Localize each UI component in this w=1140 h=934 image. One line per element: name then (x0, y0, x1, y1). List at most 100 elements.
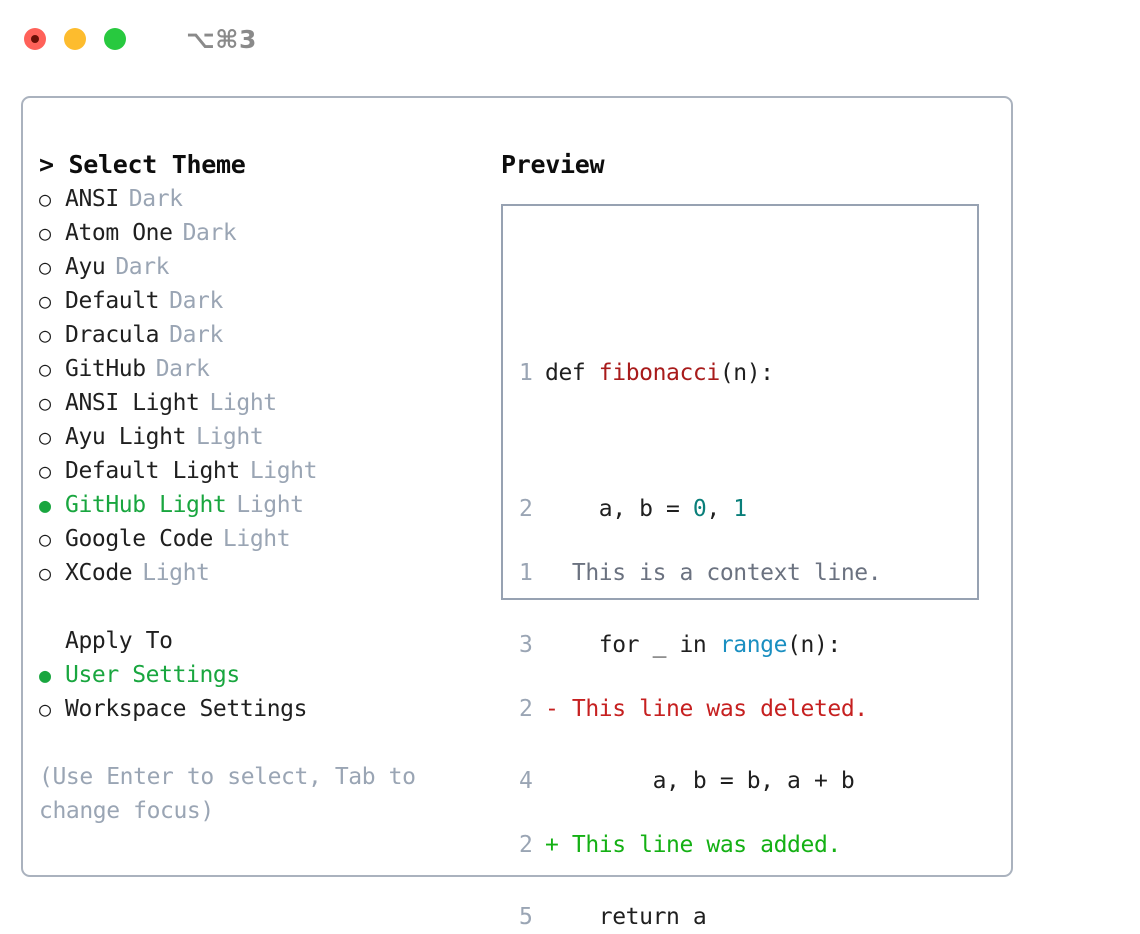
diff-text: This line was added. (571, 832, 841, 858)
theme-badge: Light (249, 458, 318, 484)
radio-icon[interactable]: ○ (39, 187, 51, 211)
code-token-builtin: range (719, 632, 788, 658)
radio-icon[interactable]: ○ (39, 425, 51, 449)
code-token: a, b = b, a + b (545, 768, 855, 794)
line-number: 4 (519, 768, 533, 794)
code-token: return a (545, 904, 707, 930)
theme-badge: Dark (182, 220, 237, 246)
theme-option-atom-one-dark[interactable]: ○ Atom One Dark (39, 216, 489, 250)
theme-label: Dracula (65, 322, 160, 348)
apply-to-label: User Settings (65, 662, 240, 688)
theme-label: ANSI (65, 186, 119, 212)
diff-sign (545, 560, 572, 586)
apply-to-heading: Apply To (65, 628, 173, 654)
diff-line-context: 1 This is a context line. (519, 556, 882, 590)
code-token-number: 0 (692, 496, 707, 522)
main-panel: > Select Theme ○ ANSI Dark ○ Atom One Da… (21, 96, 1013, 930)
theme-option-ayu-dark[interactable]: ○ Ayu Dark (39, 250, 489, 284)
theme-option-github-dark[interactable]: ○ GitHub Dark (39, 352, 489, 386)
code-token: , (706, 496, 734, 522)
code-token: def (545, 360, 599, 386)
theme-label: Ayu Light (65, 424, 187, 450)
radio-icon[interactable]: ○ (39, 527, 51, 551)
radio-icon[interactable]: ○ (39, 323, 51, 347)
diff-text: This is a context line. (571, 560, 882, 586)
apply-to-option-user-settings[interactable]: ● User Settings (39, 658, 489, 692)
diff-line-deleted: 2- This line was deleted. (519, 692, 881, 726)
theme-badge: Dark (115, 254, 170, 280)
radio-icon-selected[interactable]: ● (39, 663, 51, 687)
close-window-button[interactable] (24, 28, 46, 50)
maximize-window-button[interactable] (104, 28, 126, 50)
theme-badge: Dark (128, 186, 183, 212)
code-token: for _ in (545, 632, 720, 658)
panel-columns: > Select Theme ○ ANSI Dark ○ Atom One Da… (23, 98, 1011, 930)
radio-icon-selected[interactable]: ● (39, 493, 51, 517)
line-number: 2 (519, 832, 533, 858)
code-token-function: fibonacci (598, 360, 720, 386)
line-number: 2 (519, 496, 533, 522)
radio-icon[interactable]: ○ (39, 221, 51, 245)
minimize-window-button[interactable] (64, 28, 86, 50)
diff-text: This line was deleted. (571, 696, 868, 722)
theme-label: Atom One (65, 220, 173, 246)
theme-badge: Dark (155, 356, 210, 382)
select-theme-heading-prefix: > (39, 150, 69, 179)
theme-label: GitHub (65, 356, 146, 382)
diff-sign: + (545, 832, 572, 858)
radio-icon[interactable]: ○ (39, 459, 51, 483)
line-number: 1 (519, 560, 533, 586)
code-line: 2 a, b = 0, 1 (519, 492, 854, 526)
theme-option-github-light[interactable]: ● GitHub Light Light (39, 488, 489, 522)
line-number: 5 (519, 904, 533, 930)
code-line: 4 a, b = b, a + b (519, 764, 855, 798)
code-line: 1 def fibonacci(n): (519, 356, 854, 390)
select-theme-heading: > Select Theme (39, 148, 489, 182)
code-token: a, b = (545, 496, 693, 522)
theme-badge: Light (222, 526, 291, 552)
line-number: 3 (519, 632, 533, 658)
theme-option-default-dark[interactable]: ○ Default Dark (39, 284, 489, 318)
radio-icon[interactable]: ○ (39, 697, 51, 721)
theme-badge: Light (196, 424, 264, 450)
radio-icon[interactable]: ○ (39, 561, 51, 585)
theme-label: XCode (65, 560, 133, 586)
radio-icon[interactable]: ○ (39, 289, 51, 313)
apply-to-option-workspace-settings[interactable]: ○ Workspace Settings (39, 692, 489, 726)
theme-badge: Dark (169, 322, 223, 348)
radio-icon[interactable]: ○ (39, 255, 51, 279)
theme-option-dracula-dark[interactable]: ○ Dracula Dark (39, 318, 489, 352)
theme-option-google-code[interactable]: ○ Google Code Light (39, 522, 489, 556)
preview-heading: Preview (501, 150, 605, 179)
theme-option-ansi-light[interactable]: ○ ANSI Light Light (39, 386, 489, 420)
code-token-number: 1 (733, 496, 747, 522)
theme-option-default-light[interactable]: ○ Default Light Light (39, 454, 489, 488)
radio-icon[interactable]: ○ (39, 357, 51, 381)
select-theme-heading-text: Select Theme (68, 150, 246, 179)
code-line: 5 return a (519, 900, 854, 934)
theme-label: Default Light (65, 458, 240, 484)
code-token: (n): (719, 360, 774, 386)
theme-badge: Dark (169, 288, 223, 314)
code-token: (n): (787, 632, 841, 658)
theme-option-ayu-light[interactable]: ○ Ayu Light Light (39, 420, 489, 454)
theme-badge: Light (236, 492, 304, 518)
diff-line-added: 2 + This line was added. (519, 828, 881, 862)
theme-label: ANSI Light (65, 390, 200, 416)
theme-option-ansi-dark[interactable]: ○ ANSI Dark (39, 182, 489, 216)
theme-label: GitHub Light (65, 492, 227, 518)
theme-label: Ayu (65, 254, 106, 280)
theme-label: Google Code (65, 526, 213, 552)
code-line: 3 for _ in range(n): (519, 628, 854, 662)
theme-option-xcode[interactable]: ○ XCode Light (39, 556, 489, 590)
keyboard-hint-text: (Use Enter to select, Tab to change focu… (39, 764, 416, 824)
theme-badge: Light (209, 390, 277, 416)
theme-badge: Light (142, 560, 210, 586)
keyboard-shortcut-label: ⌥⌘3 (186, 24, 257, 54)
line-number: 1 (519, 360, 533, 386)
radio-icon[interactable]: ○ (39, 391, 51, 415)
